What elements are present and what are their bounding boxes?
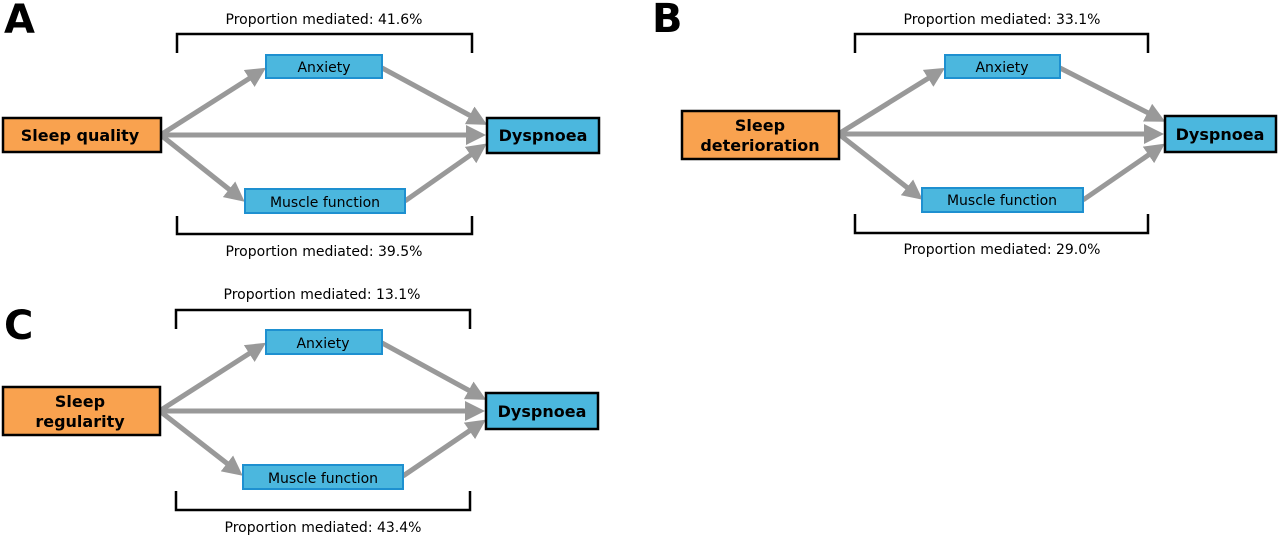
exposure-label: Sleep quality [21, 126, 140, 145]
top-mediator-label: Anxiety [975, 60, 1028, 76]
bottom-bracket [175, 216, 474, 236]
bottom-proportion-label: Proportion mediated: 43.4% [225, 520, 422, 536]
top-bracket [853, 32, 1150, 53]
top-bracket [175, 32, 474, 53]
arrow-exposure-to-bottom-mediator [159, 410, 243, 476]
arrow-exposure-to-top-mediator [838, 67, 946, 136]
bottom-mediator-label: Muscle function [270, 195, 380, 211]
top-mediator-box [944, 54, 1061, 79]
exposure-box [680, 109, 841, 161]
arrow-bottom-mediator-to-outcome [403, 143, 487, 204]
bottom-proportion-label: Proportion mediated: 29.0% [904, 242, 1101, 258]
panel-c: C Proportion mediated: 13.1% Sleep regul… [1, 287, 600, 536]
top-mediator-label: Anxiety [296, 336, 349, 352]
top-mediator-box [265, 329, 383, 355]
bottom-mediator-box [921, 187, 1084, 213]
arrow-bottom-mediator-to-outcome [1081, 143, 1165, 203]
bottom-mediator-label: Muscle function [268, 471, 378, 487]
bottom-proportion-label: Proportion mediated: 39.5% [226, 244, 423, 260]
exposure-label-line-1: Sleep [735, 116, 785, 135]
top-proportion-label: Proportion mediated: 33.1% [904, 12, 1101, 28]
top-bracket [174, 308, 472, 329]
arrow-exposure-to-bottom-mediator [838, 133, 923, 200]
bottom-bracket [853, 214, 1150, 235]
arrow-top-mediator-to-outcome [1058, 65, 1166, 122]
panel-letter: A [4, 0, 35, 43]
bottom-mediator-box [244, 188, 406, 214]
bottom-mediator-box [242, 464, 404, 490]
outcome-label: Dyspnoea [1176, 125, 1265, 144]
top-proportion-label: Proportion mediated: 41.6% [226, 12, 423, 28]
arrow-bottom-mediator-to-outcome [401, 419, 486, 479]
arrow-exposure-to-top-mediator [160, 67, 267, 137]
exposure-box [1, 116, 163, 154]
panel-b: B Proportion mediated: 33.1% Sleep deter… [652, 0, 1278, 258]
top-mediator-label: Anxiety [297, 60, 350, 76]
outcome-box [484, 391, 600, 431]
arrow-exposure-to-bottom-mediator [160, 134, 245, 202]
exposure-label-line-2: deterioration [700, 136, 819, 155]
outcome-label: Dyspnoea [498, 402, 587, 421]
arrow-exposure-to-top-mediator [159, 342, 267, 413]
exposure-label-line-2: regularity [35, 412, 125, 431]
bottom-bracket [174, 491, 472, 512]
top-mediator-box [265, 54, 383, 79]
arrow-top-mediator-to-outcome [380, 65, 488, 125]
arrow-top-mediator-to-outcome [380, 340, 487, 400]
outcome-box [485, 116, 601, 155]
exposure-label-line-1: Sleep [55, 392, 105, 411]
top-proportion-label: Proportion mediated: 13.1% [224, 287, 421, 303]
outcome-box [1163, 114, 1278, 154]
bottom-mediator-label: Muscle function [947, 193, 1057, 209]
panel-letter: C [4, 303, 33, 349]
panel-letter: B [652, 0, 683, 42]
exposure-box [1, 385, 162, 437]
outcome-label: Dyspnoea [499, 126, 588, 145]
panel-a: A Proportion mediated: 41.6% Sleep quali… [1, 0, 601, 260]
